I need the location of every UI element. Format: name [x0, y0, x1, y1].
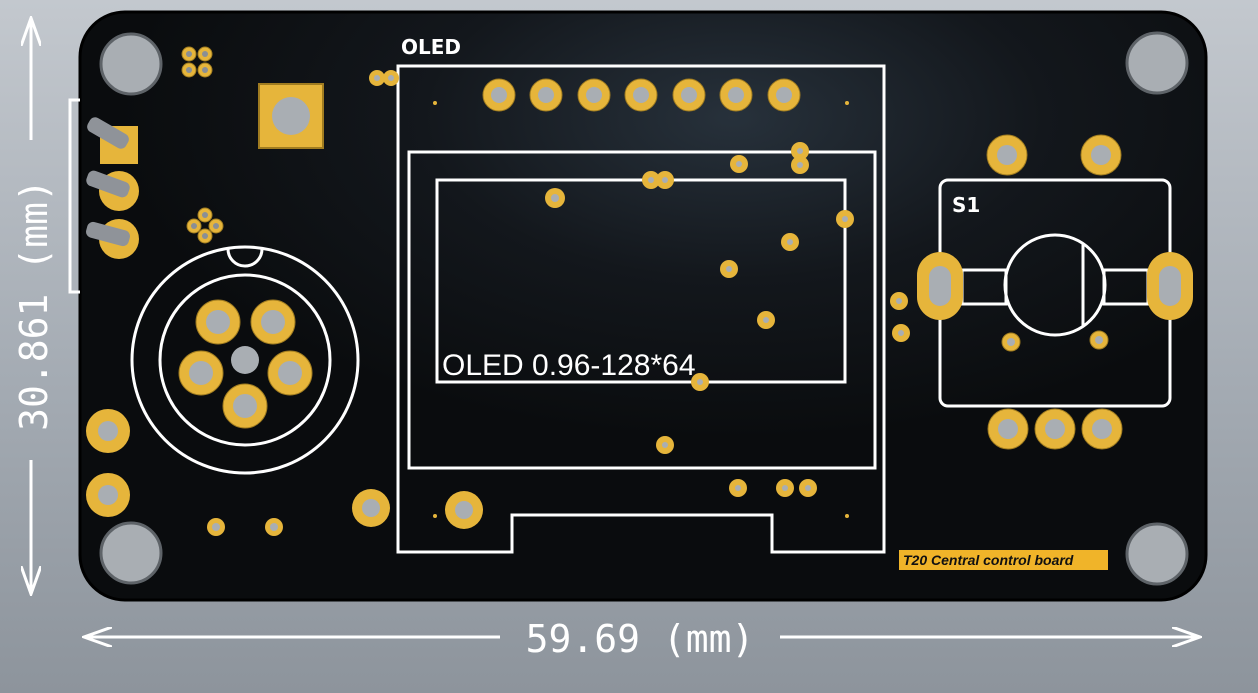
height-dimension: 30.861 (mm): [12, 18, 56, 594]
mounting-hole-top-right: [1125, 31, 1189, 95]
product-tag: T20 Central control board: [899, 550, 1108, 570]
bottom-left-pads: [86, 409, 390, 536]
mounting-hole-top-left: [99, 32, 163, 96]
oled-size-label: OLED 0.96-128*64: [442, 349, 696, 382]
mounting-hole-bottom-right: [1125, 522, 1189, 586]
width-dimension-label: 59.69 (mm): [526, 617, 755, 661]
square-pad-top: [258, 83, 324, 149]
oled-module: [396, 64, 886, 554]
product-tag-text: T20 Central control board: [903, 552, 1074, 568]
switch-s1: [917, 134, 1193, 450]
mounting-holes: [99, 31, 1189, 586]
pcb-board: [78, 10, 1208, 602]
left-header-connector: [68, 98, 139, 294]
mounting-hole-bottom-left: [99, 521, 163, 585]
circular-connector: [130, 245, 360, 475]
oled-header-label: OLED: [401, 35, 461, 59]
height-dimension-label: 30.861 (mm): [12, 179, 56, 431]
width-dimension: 59.69 (mm): [84, 617, 1200, 661]
switch-label: S1: [952, 193, 980, 217]
